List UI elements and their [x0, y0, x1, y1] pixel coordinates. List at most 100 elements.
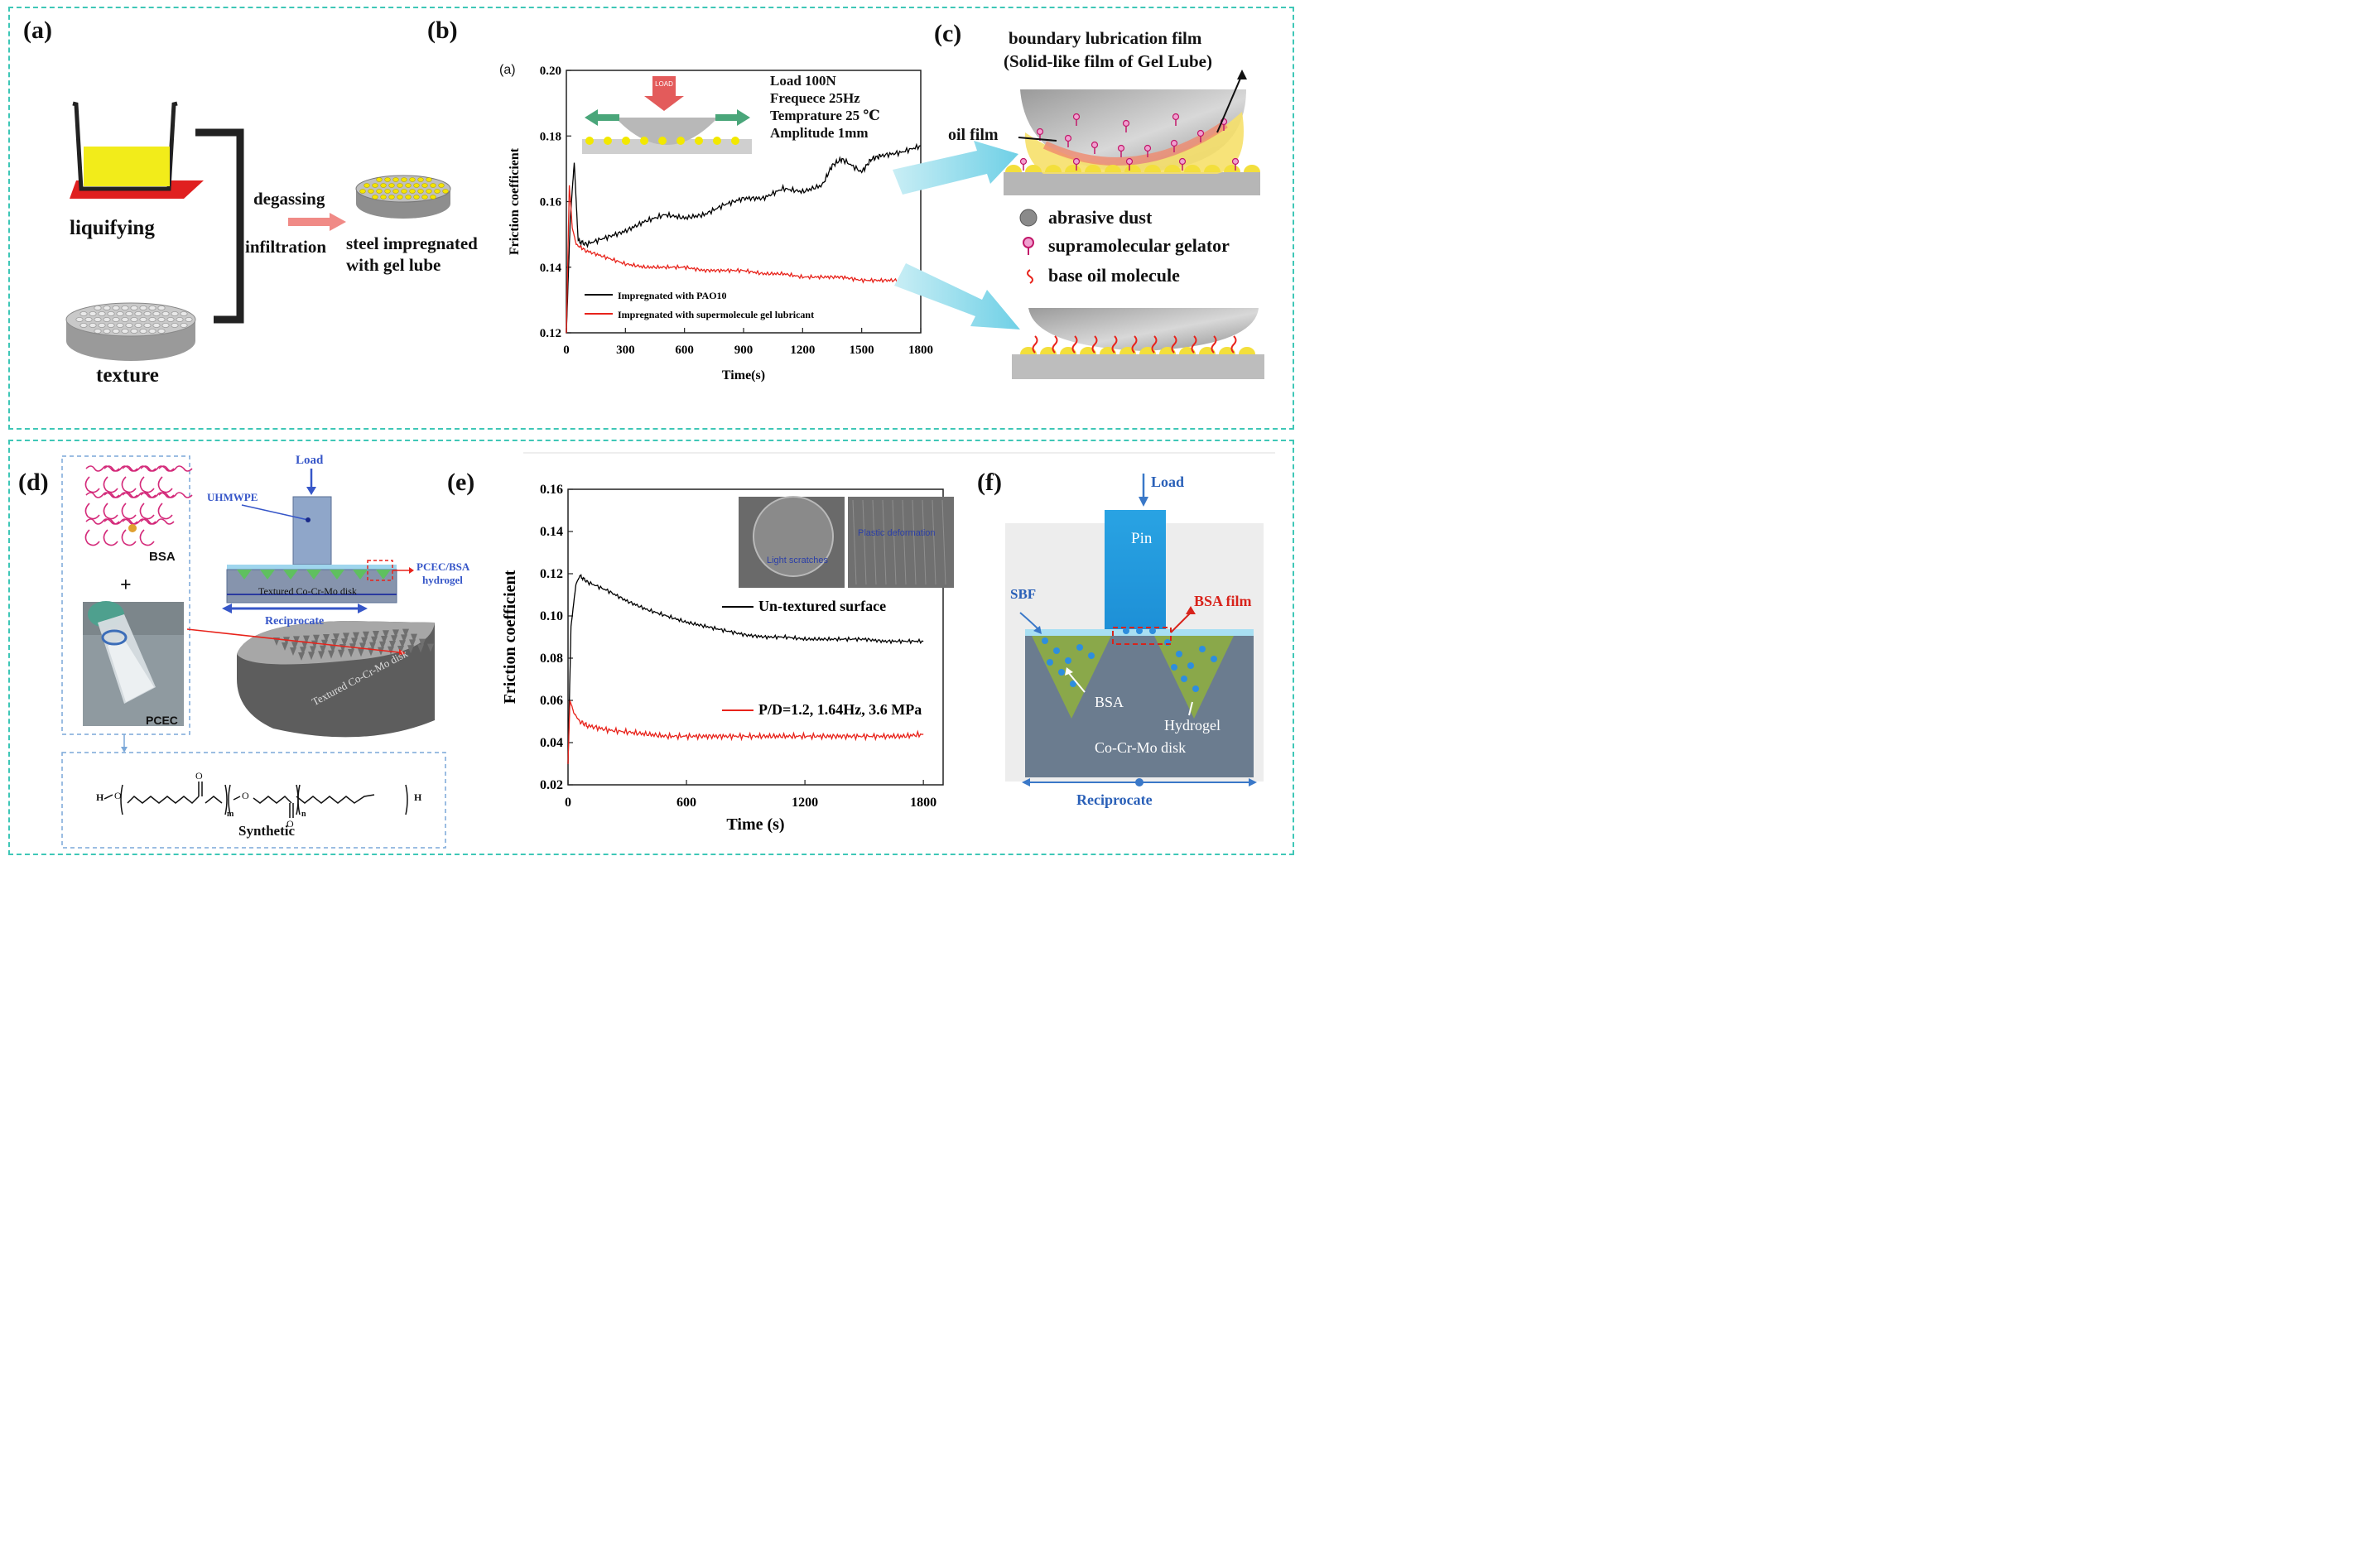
- texture-groove: [260, 570, 275, 580]
- oil-molecule: [1151, 335, 1158, 354]
- lube-dot: [430, 195, 436, 200]
- lube-dot: [401, 189, 407, 194]
- oil-molecule: [1171, 335, 1177, 354]
- bottom-row-frame: [8, 440, 1294, 855]
- texture-pit: [103, 316, 111, 322]
- groove-3d: [379, 641, 386, 650]
- reciprocate-label-f: Reciprocate: [1076, 791, 1153, 808]
- texture-pit: [89, 310, 97, 316]
- gel-bump: [1005, 165, 1022, 172]
- groove-3d: [417, 644, 424, 653]
- groove-3d: [283, 637, 290, 646]
- y-tick-label: 0.16: [540, 196, 562, 209]
- hydrogel-pointer: [1188, 701, 1193, 716]
- oil-molecule: [1052, 335, 1058, 354]
- y-tick-label: 0.08: [540, 652, 563, 666]
- sem-streak: [922, 499, 927, 585]
- gel-bump: [1124, 165, 1141, 172]
- helix: [104, 465, 138, 472]
- lube-dot: [405, 183, 412, 188]
- series-line-2: [567, 700, 924, 764]
- groove-3d: [363, 631, 369, 640]
- lube-dot: [409, 189, 416, 194]
- legend-abrasive-dust: abrasive dust: [1048, 207, 1153, 228]
- gelator-head: [1019, 157, 1028, 166]
- inset-lube-dot: [676, 137, 685, 145]
- panel-f-diagram: [1005, 474, 1264, 786]
- lube-dot: [413, 195, 420, 200]
- pin: [1105, 510, 1166, 634]
- formula-o-2: O: [195, 770, 203, 782]
- texture-pit: [130, 305, 138, 310]
- film-title-2: (Solid-like film of Gel Lube): [1004, 51, 1212, 71]
- groove-3d: [358, 648, 364, 657]
- lube-dot: [401, 177, 407, 182]
- bsa-molecule: [1047, 659, 1053, 666]
- groove-3d: [369, 642, 376, 651]
- abrasive-dust-icon: [1019, 209, 1038, 227]
- oil-molecule: [1111, 335, 1118, 354]
- synthetic-label: Synthetic: [238, 823, 295, 839]
- x-axis-label: Time (s): [726, 815, 784, 834]
- gelator-head: [1122, 119, 1130, 127]
- helix: [85, 492, 120, 498]
- groove-3d: [303, 635, 310, 644]
- inset-left-arrow: [585, 109, 619, 126]
- y-tick-label: 0.06: [540, 694, 563, 708]
- y-tick-label: 0.12: [540, 567, 563, 581]
- series-line-1: [566, 142, 922, 334]
- panel-a-label: (a): [23, 17, 52, 44]
- sem-streak: [941, 499, 946, 585]
- texture-pit: [121, 305, 129, 310]
- texture-pit: [148, 305, 156, 310]
- oil-molecule: [1230, 335, 1237, 354]
- texture-pit: [94, 316, 102, 322]
- panel-c-label: (c): [934, 20, 962, 47]
- film-title-pointer: [1216, 74, 1243, 133]
- formula-h-left: H: [96, 791, 104, 803]
- vial-to-disk-line: [186, 628, 400, 653]
- gelator-head: [1170, 139, 1178, 147]
- legend-label-1: Un-textured surface: [758, 598, 886, 614]
- sem-streak: [932, 499, 936, 585]
- arrow-to-lower: [894, 263, 1020, 329]
- series-line-1: [567, 574, 924, 764]
- loop: [103, 529, 118, 546]
- top-row-frame: [8, 7, 1294, 430]
- texture-groove: [306, 570, 321, 580]
- panel-b-label: (b): [427, 17, 458, 44]
- inset-lube-dot: [622, 137, 630, 145]
- x-tick-label: 900: [734, 344, 753, 357]
- sbf-label: SBF: [1010, 586, 1037, 602]
- film-title-1: boundary lubrication film: [1009, 28, 1202, 48]
- boundary-film: [1042, 120, 1228, 166]
- lube-dot: [388, 183, 395, 188]
- texture-pit: [143, 310, 152, 316]
- helix: [85, 465, 120, 472]
- bsa-molecule: [1181, 676, 1187, 682]
- bsa-molecule: [1149, 628, 1156, 634]
- loop: [157, 476, 173, 493]
- bsa-molecule: [1136, 628, 1143, 634]
- hydrogel-label-1: PCEC/BSA: [416, 560, 470, 573]
- groove-3d: [411, 633, 417, 642]
- groove-3d: [301, 641, 308, 650]
- texture-pit: [180, 310, 188, 316]
- gelator-head: [1125, 157, 1134, 166]
- texture-pit: [157, 305, 166, 310]
- synthetic-box: [61, 752, 446, 849]
- gelator-head: [1091, 141, 1099, 149]
- lube-dot: [376, 177, 383, 182]
- bsa-molecule: [1187, 662, 1194, 669]
- formula-o-4: O: [286, 818, 294, 830]
- bsa-label: BSA: [149, 550, 176, 564]
- bsa-molecule: [1088, 652, 1095, 659]
- loop: [121, 476, 137, 493]
- oil-molecule: [1131, 335, 1138, 354]
- bsa-label-f: BSA: [1095, 694, 1124, 710]
- condition-amplitude: Amplitude 1mm: [770, 125, 869, 141]
- pcec-structure: [104, 782, 408, 818]
- lube-dot: [405, 195, 412, 200]
- texture-pit: [171, 310, 179, 316]
